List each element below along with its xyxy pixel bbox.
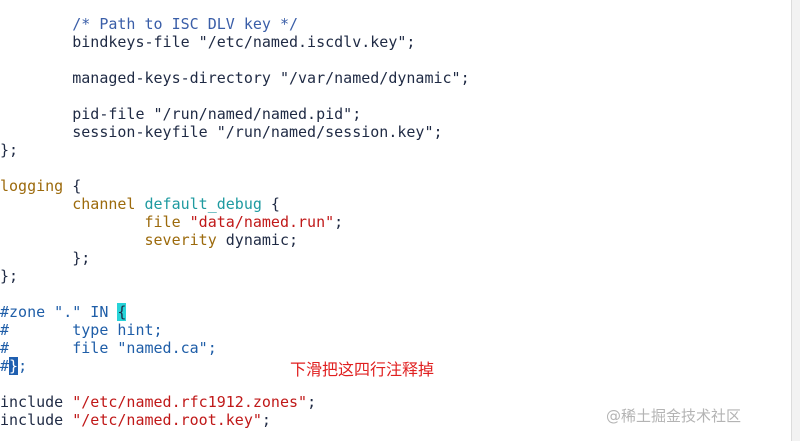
code-line[interactable]: }; — [0, 141, 790, 159]
code-line[interactable]: include "/etc/named.rfc1912.zones"; — [0, 393, 790, 411]
code-token: "data/named.run" — [189, 213, 335, 231]
code-line[interactable]: #}; — [0, 357, 790, 375]
code-token: bindkeys-file "/etc/named.iscdlv.key"; — [0, 33, 416, 51]
code-token: severity — [144, 231, 217, 249]
code-token — [0, 195, 72, 213]
code-token: dynamic; — [216, 231, 299, 249]
code-token: }; — [0, 267, 19, 285]
code-line[interactable]: file "data/named.run"; — [0, 213, 790, 231]
code-line[interactable]: channel default_debug { — [0, 195, 790, 213]
code-line[interactable] — [0, 51, 790, 69]
code-line[interactable]: logging { — [0, 177, 790, 195]
code-token: # — [0, 357, 10, 375]
vertical-scrollbar[interactable] — [791, 0, 800, 441]
code-line[interactable]: # type hint; — [0, 321, 790, 339]
code-token: "/etc/named.root.key" — [72, 411, 262, 429]
code-token: file — [144, 213, 181, 231]
code-line[interactable]: }; — [0, 249, 790, 267]
code-line[interactable]: /* Path to ISC DLV key */ — [0, 15, 790, 33]
code-token — [135, 195, 144, 213]
code-token: # type hint; — [0, 321, 163, 339]
code-token: #zone "." IN — [0, 303, 118, 321]
code-token — [0, 231, 145, 249]
code-line[interactable] — [0, 285, 790, 303]
code-token: ; — [334, 213, 344, 231]
code-line[interactable]: managed-keys-directory "/var/named/dynam… — [0, 69, 790, 87]
code-line[interactable]: include "/etc/named.root.key"; — [0, 411, 790, 429]
code-token: managed-keys-directory "/var/named/dynam… — [0, 69, 470, 87]
code-token: pid-file "/run/named/named.pid"; — [0, 105, 362, 123]
code-token — [0, 213, 145, 231]
code-token: { — [117, 303, 127, 321]
code-token: "/etc/named.rfc1912.zones" — [72, 393, 308, 411]
code-token: include — [0, 411, 73, 429]
code-token: logging — [0, 177, 64, 195]
code-line[interactable]: session-keyfile "/run/named/session.key"… — [0, 123, 790, 141]
code-line[interactable]: # file "named.ca"; — [0, 339, 790, 357]
code-line[interactable]: }; — [0, 267, 790, 285]
code-token: # file "named.ca"; — [0, 339, 217, 357]
watermark: @稀土掘金技术社区 — [606, 407, 742, 425]
code-token — [0, 15, 72, 33]
code-token: session-keyfile "/run/named/session.key"… — [0, 123, 443, 141]
code-editor[interactable]: /* Path to ISC DLV key */ bindkeys-file … — [0, 15, 790, 429]
code-line[interactable]: #zone "." IN { — [0, 303, 790, 321]
code-token: ; — [307, 393, 317, 411]
code-line[interactable]: severity dynamic; — [0, 231, 790, 249]
code-token: }; — [0, 249, 91, 267]
code-token: { — [261, 195, 280, 213]
code-line[interactable]: pid-file "/run/named/named.pid"; — [0, 105, 790, 123]
annotation-note: 下滑把这四行注释掉 — [290, 360, 435, 379]
code-token: ; — [18, 357, 28, 375]
code-token: { — [63, 177, 82, 195]
code-token — [181, 213, 190, 231]
code-line[interactable] — [0, 159, 790, 177]
code-line[interactable]: bindkeys-file "/etc/named.iscdlv.key"; — [0, 33, 790, 51]
code-token: }; — [0, 141, 19, 159]
code-token: default_debug — [144, 195, 262, 213]
code-token: channel — [72, 195, 136, 213]
code-token: /* Path to ISC DLV key */ — [72, 15, 299, 33]
code-line[interactable] — [0, 87, 790, 105]
code-token: ; — [261, 411, 271, 429]
code-token: include — [0, 393, 73, 411]
text-cursor: } — [9, 357, 19, 375]
